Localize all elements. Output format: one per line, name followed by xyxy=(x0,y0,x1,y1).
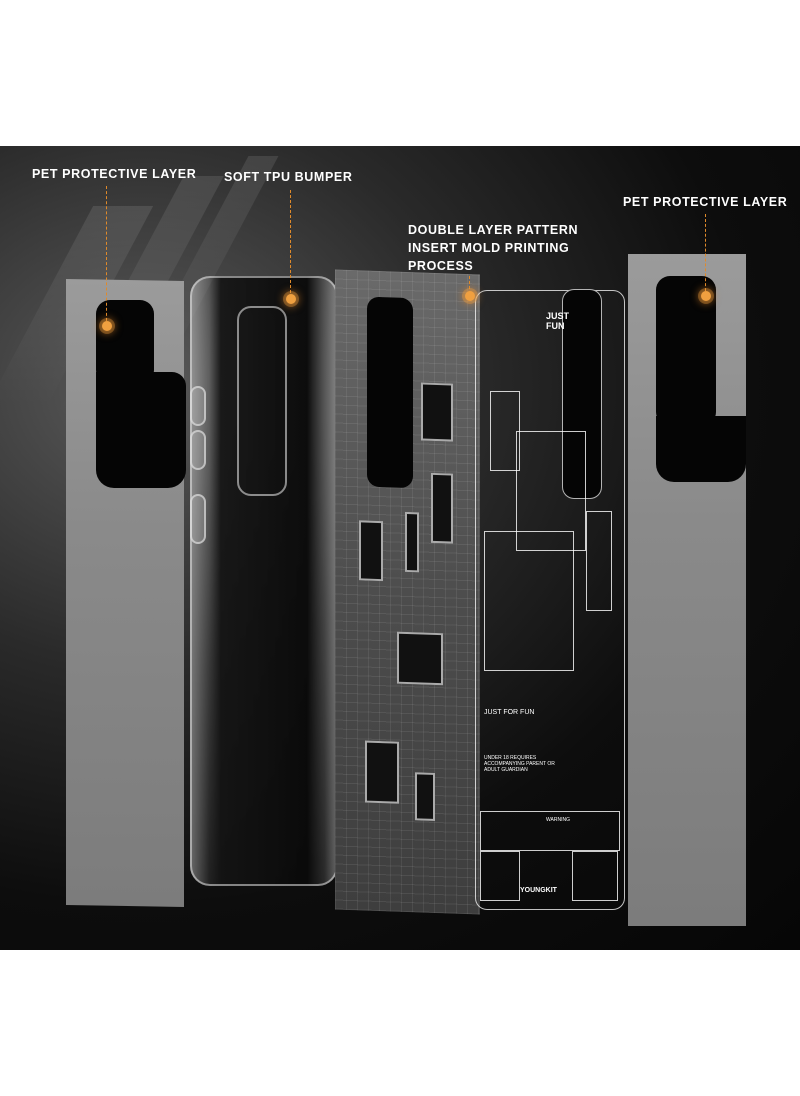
circuit-trace xyxy=(572,851,618,901)
camera-cutout-left xyxy=(96,372,186,488)
pattern-tagline: JUST FOR FUN xyxy=(484,709,535,716)
leader-line xyxy=(106,186,107,326)
circuit-trace xyxy=(480,851,520,901)
chip xyxy=(365,740,399,804)
label-soft-tpu: SOFT TPU BUMPER xyxy=(224,170,353,184)
circuit-trace xyxy=(516,431,586,551)
camera-cutout-right xyxy=(656,416,746,482)
tpu-bumper xyxy=(190,276,338,886)
bumper-power-button xyxy=(190,494,206,544)
callout-dot xyxy=(102,321,112,331)
leader-line xyxy=(469,276,470,294)
circuit-trace xyxy=(484,531,574,671)
pattern-logo-text: JUST FUN xyxy=(546,311,570,331)
label-pet-layer-left: PET PROTECTIVE LAYER xyxy=(32,167,197,181)
leader-line xyxy=(705,214,706,296)
camera-cutout-left xyxy=(96,300,154,384)
chip xyxy=(359,520,383,582)
callout-dot xyxy=(465,291,475,301)
bumper-camera-frame xyxy=(237,306,287,496)
chip xyxy=(431,472,453,544)
callout-dot xyxy=(286,294,296,304)
chip xyxy=(397,631,443,686)
pattern-brand: YOUNGKIT xyxy=(520,887,557,894)
pattern-fine-print: UNDER 18 REQUIRES ACCOMPANYING PARENT OR… xyxy=(484,755,555,773)
circuit-trace xyxy=(586,511,612,611)
bumper-volume-button xyxy=(190,430,206,470)
pcb-print-layer xyxy=(335,269,480,915)
pattern-outline-layer: JUST FUN JUST FOR FUN UNDER 18 REQUIRES … xyxy=(475,289,625,910)
chip xyxy=(421,382,453,442)
camera-cutout-right xyxy=(656,276,716,426)
leader-line xyxy=(290,190,291,298)
label-pet-layer-right: PET PROTECTIVE LAYER xyxy=(623,195,788,209)
circuit-trace xyxy=(480,811,620,851)
label-double-layer: DOUBLE LAYER PATTERN INSERT MOLD PRINTIN… xyxy=(408,223,579,273)
camera-cutout-pattern xyxy=(562,289,602,499)
chip xyxy=(415,772,435,821)
callout-dot xyxy=(701,291,711,301)
chip xyxy=(405,511,419,573)
camera-cutout-pcb xyxy=(367,296,413,489)
pattern-warning: WARNING xyxy=(546,817,570,823)
bumper-volume-button xyxy=(190,386,206,426)
